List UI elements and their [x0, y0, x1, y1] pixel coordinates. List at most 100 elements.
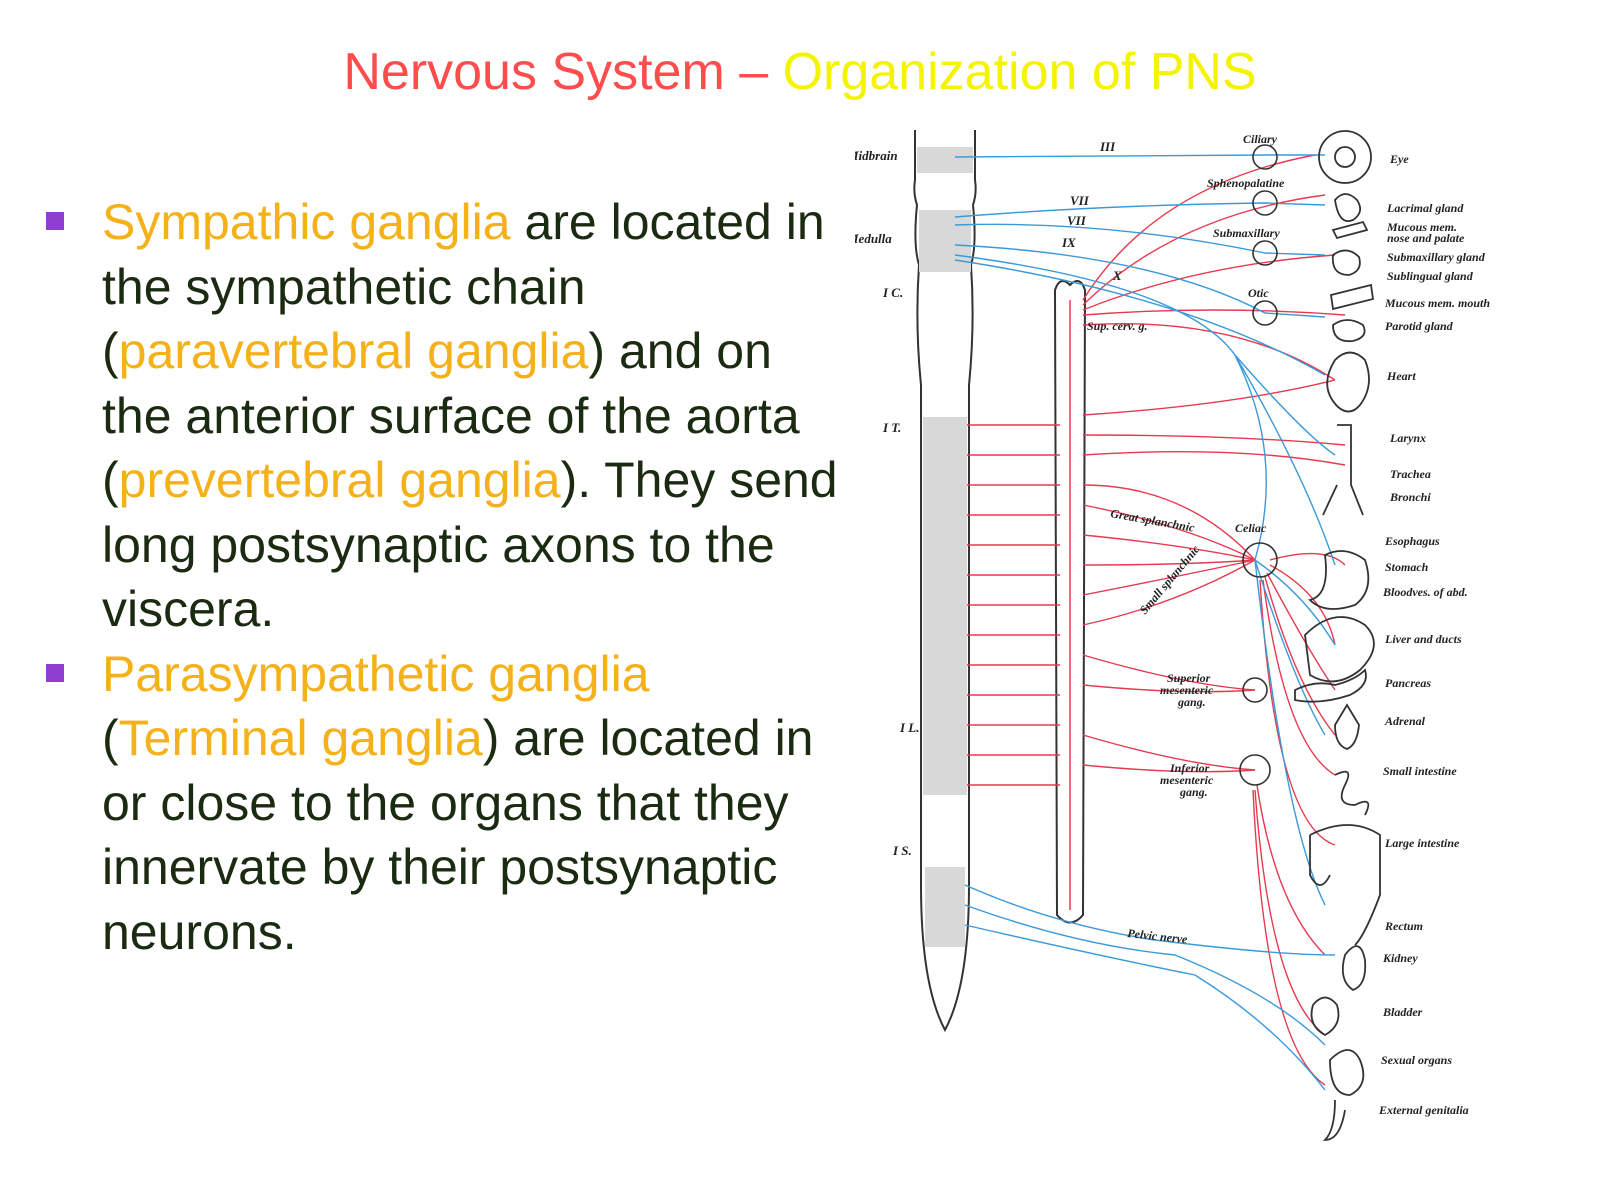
cranial-nerve-labels: III VII VII IX X — [1061, 139, 1122, 283]
stomach-organ — [1308, 550, 1370, 610]
label-it: I T. — [882, 420, 901, 435]
label-nerve-vii-a: VII — [1070, 193, 1090, 208]
nerve-path — [1256, 784, 1326, 956]
otic-ganglion — [1252, 300, 1278, 326]
nerve-path — [1082, 254, 1336, 311]
label-lacrimal: Lacrimal gland — [1386, 201, 1464, 215]
nerve-path — [1082, 322, 1336, 381]
eye-organ — [1318, 130, 1372, 184]
nerve-path — [954, 154, 1325, 158]
label-sublingual: Sublingual gland — [1387, 269, 1474, 283]
label-submaxillary-gland: Submaxillary gland — [1387, 250, 1486, 264]
bullet-text: Sympathic ganglia are located in the sym… — [102, 194, 838, 637]
bullet-sympathetic: Sympathic ganglia are located in the sym… — [40, 190, 840, 642]
liver-organ — [1304, 616, 1375, 683]
nerve-path — [1254, 559, 1326, 906]
celiac-ganglion — [1242, 542, 1278, 578]
label-pelvic-nerve: Pelvic nerve — [1127, 926, 1189, 946]
inferior-mesenteric-ganglion — [1239, 754, 1271, 786]
label-superior-mesenteric-1: Superior — [1167, 671, 1211, 685]
text-segment: prevertebral ganglia — [118, 452, 561, 508]
label-nerve-x: X — [1112, 268, 1122, 283]
medulla-region — [919, 210, 971, 272]
eye-organ-inner — [1334, 146, 1356, 168]
label-pancreas: Pancreas — [1385, 676, 1431, 690]
spinal-cord — [913, 130, 977, 1033]
kidney-organ — [1341, 945, 1367, 992]
small-intestine-organ — [1334, 770, 1370, 816]
nerve-path — [1266, 572, 1336, 691]
nerve-path — [1254, 559, 1336, 646]
ganglia — [1239, 144, 1278, 786]
label-sphenopalatine: Sphenopalatine — [1207, 176, 1285, 190]
midbrain-region — [917, 147, 973, 173]
cord-labels: Midbrain Medulla I C. I T. I L. I S. — [855, 148, 920, 858]
title-sub: Organization of PNS — [782, 43, 1257, 101]
autonomic-nervous-system-diagram: Midbrain Medulla I C. I T. I L. I S. III… — [855, 130, 1490, 1141]
nerve-path — [1234, 354, 1336, 456]
organ-labels: Eye Lacrimal gland Mucous mem. nose and … — [1378, 152, 1490, 1117]
label-eye: Eye — [1389, 152, 1409, 166]
text-segment: ) and on the anterior surface of the aor… — [102, 323, 800, 508]
nerve-path — [1264, 576, 1336, 736]
parasympathetic-nerves — [954, 154, 1336, 1091]
bullet-marker — [46, 663, 64, 682]
label-is: I S. — [892, 843, 912, 858]
label-nerve-iii: III — [1099, 139, 1116, 154]
label-great-splanchnic: Great splanchnic — [1109, 506, 1196, 535]
lacrimal-gland-organ — [1334, 193, 1362, 222]
nerve-path — [1082, 504, 1256, 561]
nerve-path — [1254, 559, 1326, 736]
label-ciliary: Ciliary — [1243, 132, 1278, 146]
nerve-path — [1259, 579, 1336, 846]
label-il: I L. — [899, 720, 920, 735]
text-segment: are located in the sympathetic chain ( — [102, 194, 825, 379]
organs — [1294, 130, 1381, 1141]
label-parotid: Parotid gland — [1385, 319, 1454, 333]
nerve-path — [1082, 559, 1256, 626]
label-liver: Liver and ducts — [1384, 632, 1462, 646]
nerve-path — [1082, 684, 1256, 693]
nerve-path — [1262, 579, 1336, 776]
nerve-path — [964, 884, 1336, 956]
nerve-path — [1082, 379, 1336, 416]
label-nerve-vii-b: VII — [1067, 213, 1087, 228]
nerve-path — [1082, 534, 1256, 561]
label-large-intestine: Large intestine — [1384, 836, 1460, 850]
label-superior-mesenteric-2: mesenteric — [1160, 683, 1214, 697]
heart-organ — [1326, 351, 1370, 413]
label-larynx: Larynx — [1389, 431, 1426, 445]
label-inferior-mesenteric-1: Inferior — [1169, 761, 1210, 775]
nerve-path — [954, 202, 1326, 218]
label-inferior-mesenteric-3: gang. — [1179, 785, 1208, 799]
nerve-path — [1082, 309, 1346, 316]
external-genitalia-organ — [1322, 1099, 1346, 1141]
label-bloodves: Bloodves. of abd. — [1382, 585, 1468, 599]
pancreas-organ — [1294, 668, 1367, 703]
title-main: Nervous System – — [343, 43, 783, 101]
superior-mesenteric-ganglion — [1242, 677, 1268, 703]
nerve-path — [1082, 559, 1256, 596]
nerve-path — [1252, 789, 1326, 1086]
label-ic: I C. — [882, 285, 903, 300]
bullet-parasympathetic: Parasympathetic ganglia (Terminal gangli… — [40, 642, 840, 965]
label-mucous-nose-1: Mucous mem. — [1386, 220, 1457, 234]
trachea-organ — [1322, 424, 1364, 516]
nerve-path — [1269, 552, 1346, 566]
bullet-marker — [46, 212, 64, 230]
bladder-organ — [1310, 996, 1340, 1037]
submaxillary-gland-organ — [1331, 249, 1361, 276]
text-panel: Sympathic ganglia are located in the sym… — [40, 190, 840, 964]
label-celiac: Celiac — [1235, 521, 1267, 535]
label-adrenal: Adrenal — [1384, 714, 1426, 728]
nerve-path — [964, 904, 1326, 1046]
bullet-text: Parasympathetic ganglia (Terminal gangli… — [102, 646, 814, 960]
text-segment: ). They send long postsynaptic axons to … — [102, 452, 838, 637]
sympathetic-chain — [1053, 280, 1087, 924]
sexual-organs-organ — [1329, 1049, 1365, 1096]
label-otic: Otic — [1248, 286, 1269, 300]
text-segment: paravertebral ganglia — [118, 323, 589, 379]
label-small-splanchnic: Small splanchnic — [1137, 542, 1203, 617]
text-segment: Sympathic ganglia — [102, 194, 511, 250]
nerve-path — [1082, 434, 1346, 446]
